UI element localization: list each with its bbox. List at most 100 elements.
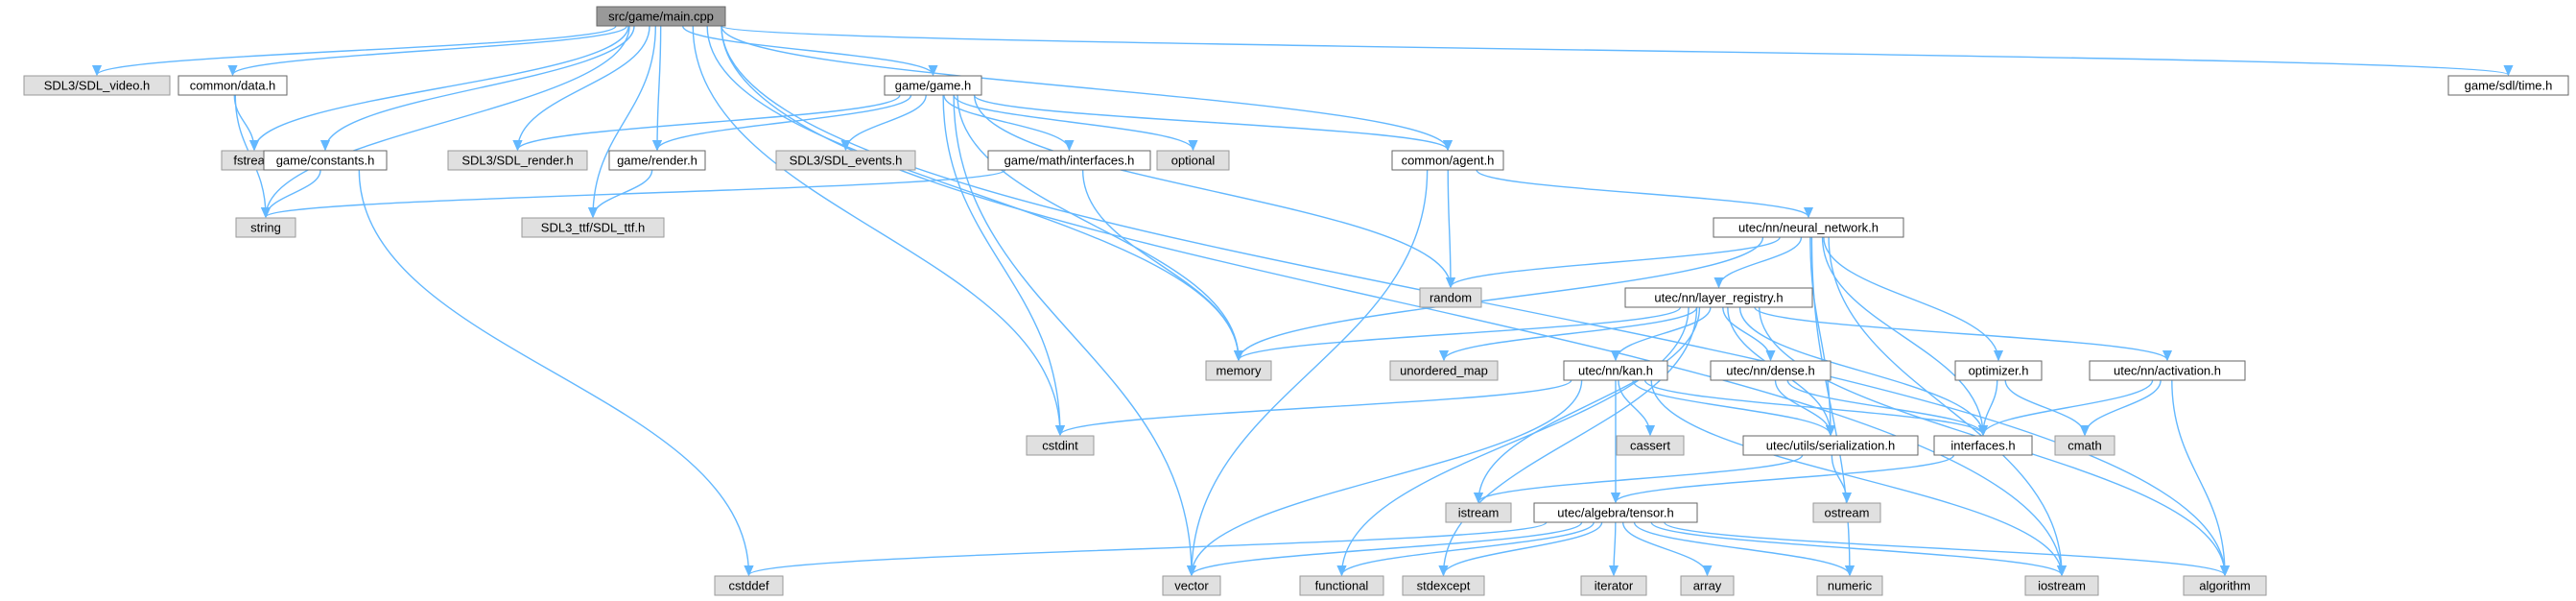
node-label: utec/utils/serialization.h [1766, 439, 1895, 453]
node-label: game/constants.h [276, 154, 375, 168]
node-box [23, 75, 171, 96]
node-utec-nn-dense-h[interactable]: utec/nn/dense.h [1710, 360, 1832, 381]
edge-layer_registry-to-functional [1342, 306, 1690, 575]
node-label: stdexcept [1417, 579, 1471, 593]
node-sdl3-sdl-video-h: SDL3/SDL_video.h [23, 75, 171, 96]
edge-neural_network-to-optimizer [1823, 236, 1998, 360]
node-box [1162, 575, 1221, 596]
node-box [521, 217, 665, 238]
edge-tensor-to-stdexcept [1444, 521, 1603, 575]
node-ostream: ostream [1812, 502, 1881, 523]
node-utec-nn-activation-h[interactable]: utec/nn/activation.h [2089, 360, 2246, 381]
node-common-data-h[interactable]: common/data.h [177, 75, 288, 96]
node-box [1156, 150, 1230, 171]
node-game-math-interfaces-h[interactable]: game/math/interfaces.h [987, 150, 1151, 171]
node-label: game/math/interfaces.h [1004, 154, 1135, 168]
node-box [2054, 435, 2115, 456]
node-game-render-h[interactable]: game/render.h [608, 150, 706, 171]
edge-game_game-to-math_interfaces [943, 94, 1070, 150]
node-interfaces-h[interactable]: interfaces.h [1933, 435, 2033, 456]
edge-layer_registry-to-kan [1616, 306, 1712, 360]
node-box [1954, 360, 2043, 381]
node-cstdint: cstdint [1026, 435, 1095, 456]
node-common-agent-h[interactable]: common/agent.h [1391, 150, 1504, 171]
edge-main-to-game_game [681, 25, 934, 75]
edge-layer_registry-to-activation [1754, 306, 2167, 360]
edge-math_interfaces-to-memory [1081, 169, 1239, 360]
edge-kan-to-vector [1192, 379, 1583, 575]
node-label: iostream [2038, 579, 2086, 593]
edge-kan-to-iostream [1650, 379, 2062, 575]
edge-tensor-to-iterator [1614, 521, 1616, 575]
node-box [1563, 360, 1668, 381]
edge-main-to-sdl_ttf [593, 25, 657, 217]
node-label: unordered_map [1400, 364, 1488, 378]
node-box [775, 150, 916, 171]
node-cassert: cassert [1616, 435, 1685, 456]
edge-tensor-to-functional [1342, 521, 1595, 575]
edge-activation-to-interfaces [1983, 379, 2154, 435]
node-game-constants-h[interactable]: game/constants.h [263, 150, 388, 171]
edge-layer [97, 25, 2509, 575]
node-iostream: iostream [2024, 575, 2099, 596]
node-utec-algebra-tensor-h[interactable]: utec/algebra/tensor.h [1533, 502, 1698, 523]
edge-serialization-to-istream [1478, 454, 1804, 502]
node-utec-utils-serialization-h[interactable]: utec/utils/serialization.h [1742, 435, 1919, 456]
edge-tensor-to-numeric [1633, 521, 1850, 575]
edge-interfaces-to-tensor [1616, 454, 1955, 502]
node-label: SDL3/SDL_video.h [44, 79, 151, 93]
node-utec-nn-kan-h[interactable]: utec/nn/kan.h [1563, 360, 1668, 381]
node-label: cstdint [1042, 439, 1078, 453]
edge-neural_network-to-layer_registry [1719, 236, 1803, 287]
edge-common_agent-to-random [1448, 169, 1451, 287]
node-label: istream [1458, 506, 1500, 520]
node-box [235, 217, 296, 238]
node-box [2183, 575, 2267, 596]
node-label: SDL3/SDL_render.h [461, 154, 573, 168]
node-sdl3-sdl-render-h: SDL3/SDL_render.h [447, 150, 588, 171]
edge-activation-to-cmath [2085, 379, 2162, 435]
node-label: random [1430, 291, 1472, 305]
edge-main-to-string [266, 25, 630, 217]
node-label: utec/nn/kan.h [1578, 364, 1653, 378]
edge-neural_network-to-memory [1239, 236, 1764, 360]
node-utec-nn-neural-network-h[interactable]: utec/nn/neural_network.h [1713, 217, 1904, 238]
node-box [1816, 575, 1883, 596]
edge-main-to-cstdint [692, 25, 1060, 435]
node-box [884, 75, 982, 96]
node-sdl3-ttf-sdl-ttf-h: SDL3_ttf/SDL_ttf.h [521, 217, 665, 238]
node-label: SDL3_ttf/SDL_ttf.h [541, 221, 645, 235]
edge-kan-to-cassert [1618, 379, 1650, 435]
node-label: utec/nn/layer_registry.h [1654, 291, 1783, 305]
edge-game_game-to-common_agent [973, 94, 1448, 150]
node-optimizer-h[interactable]: optimizer.h [1954, 360, 2043, 381]
node-unordered-map: unordered_map [1389, 360, 1499, 381]
edge-serialization-to-ostream [1831, 454, 1847, 502]
node-game-game-h[interactable]: game/game.h [884, 75, 982, 96]
edge-main-to-iostream [721, 25, 2062, 575]
edge-game_constants-to-cstddef [358, 169, 748, 575]
node-label: utec/nn/dense.h [1726, 364, 1815, 378]
edge-math_interfaces-to-string [266, 169, 1006, 217]
node-box [177, 75, 288, 96]
node-label: common/data.h [190, 79, 276, 93]
node-game-sdl-time-h[interactable]: game/sdl/time.h [2447, 75, 2569, 96]
edge-game_game-to-game_render [657, 94, 912, 150]
edge-main-to-game_render [657, 25, 661, 150]
node-utec-nn-layer-registry-h[interactable]: utec/nn/layer_registry.h [1624, 287, 1813, 308]
edge-tensor-to-algorithm [1664, 521, 2225, 575]
edge-neural_network-to-iostream [1828, 236, 2062, 575]
node-label: game/render.h [617, 154, 697, 168]
node-array: array [1680, 575, 1735, 596]
node-box [1026, 435, 1095, 456]
edge-dense-to-serialization [1774, 379, 1832, 435]
node-cmath: cmath [2054, 435, 2115, 456]
edge-neural_network-to-interfaces [1821, 236, 1983, 435]
edge-tensor-to-array [1621, 521, 1708, 575]
edge-dense-to-interfaces [1786, 379, 1983, 435]
node-box [1710, 360, 1832, 381]
edge-tensor-to-cstddef [749, 521, 1548, 575]
node-box [608, 150, 706, 171]
edge-optimizer-to-cmath [2004, 379, 2085, 435]
